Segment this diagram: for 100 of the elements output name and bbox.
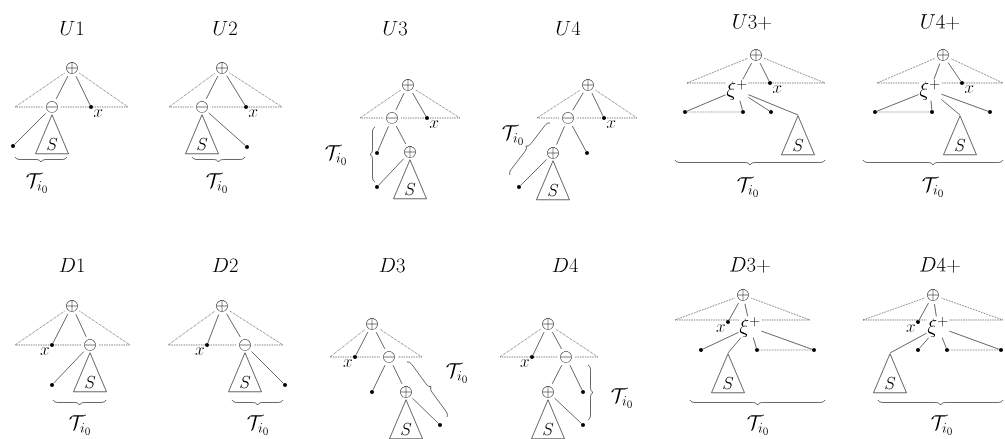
tree-edge	[572, 125, 587, 152]
tree-edge	[941, 93, 989, 112]
labelled-leaf: $x$	[906, 320, 920, 332]
labelled-leaf: $x$	[520, 355, 534, 367]
subtree-triangle: $S$	[781, 115, 815, 156]
tree-edge	[551, 364, 563, 385]
labelled-leaf: $x$	[602, 116, 616, 128]
tree-edge	[702, 332, 739, 350]
operator-circle: $\oplus$	[539, 383, 557, 401]
node-label: $x$	[606, 120, 616, 128]
brace-label: $\mathcal{T}_{i_0}$	[922, 176, 943, 197]
tree-edge	[687, 111, 742, 113]
brace-label: $\mathcal{T}_{i_0}$	[747, 414, 768, 435]
tree-edge	[918, 302, 929, 321]
tree-edge	[226, 313, 241, 338]
node-label: $x$	[716, 324, 725, 332]
tree-edge	[392, 364, 403, 385]
panel-title: $D3$	[379, 257, 405, 273]
tree-edge	[876, 94, 919, 112]
tree-edge	[933, 63, 941, 80]
tree-edge	[569, 364, 583, 391]
tree-edge	[748, 97, 770, 112]
tree-edge	[876, 111, 931, 113]
node-label: $x$	[248, 109, 258, 117]
operator-circle: $\oplus$	[397, 383, 415, 401]
node-label: $x$	[40, 347, 49, 355]
node-label: $x$	[343, 359, 352, 367]
tree-edge	[520, 159, 547, 186]
subtree-triangle: $S$	[73, 352, 107, 393]
subtree-triangle: $S$	[536, 160, 570, 201]
tree-edge	[948, 349, 1000, 351]
tree-edge	[554, 397, 582, 424]
labelled-leaf: $x$	[343, 355, 357, 367]
panel-title: $U1$	[60, 20, 84, 36]
tree-edge	[556, 126, 565, 145]
tree-edge	[728, 302, 739, 321]
tree-edge	[727, 337, 742, 354]
labelled-leaf: $x$	[89, 105, 103, 117]
subtree-triangle: $S$	[228, 352, 262, 393]
tree-edge	[934, 303, 937, 317]
tree-edge	[748, 94, 799, 116]
node-label: $x$	[964, 85, 974, 93]
tree-edge	[53, 351, 85, 384]
operator-circle: $\oplus$	[401, 143, 419, 161]
panel-title: $U4+$	[921, 14, 960, 30]
node-label: $x$	[772, 85, 782, 93]
tree-edge	[591, 92, 604, 117]
tree-edge	[251, 351, 284, 384]
tree-edge	[759, 62, 770, 82]
tree-edge	[949, 330, 1000, 350]
brace-label: $\mathcal{T}_{i_0}$	[69, 414, 90, 435]
tree-edge	[355, 331, 369, 356]
tree-edge	[930, 100, 933, 111]
tree-edge	[759, 349, 813, 351]
tree-edge	[208, 112, 246, 146]
tree-edge	[207, 314, 220, 344]
tree-edge	[205, 75, 219, 100]
tree-edge	[919, 337, 929, 349]
brace-label: $\mathcal{T}_{i_0}$	[931, 414, 952, 435]
tree-edge	[226, 75, 246, 106]
labelled-leaf: $x$	[768, 81, 782, 93]
tree-edge	[941, 99, 961, 116]
brace-label: $\mathcal{T}_{i_0}$	[611, 387, 632, 408]
panel-title: $U3$	[383, 20, 407, 36]
tree-edge	[947, 62, 962, 82]
tree-edge	[395, 92, 405, 111]
subtree-triangle: $S$	[873, 353, 907, 394]
panel-title: $D3+$	[730, 257, 770, 273]
panel-title: $D2$	[212, 257, 238, 273]
tree-edge	[752, 337, 757, 349]
tree-edge	[395, 125, 407, 145]
node-label: $x$	[195, 347, 204, 355]
tree-edge	[377, 126, 389, 152]
labelled-leaf: $x$	[425, 116, 439, 128]
tree-edge	[739, 100, 743, 111]
subtree-triangle: $S$	[943, 115, 977, 156]
tree-edge	[378, 158, 405, 186]
node-label: $x$	[93, 109, 103, 117]
tree-edge	[532, 331, 545, 356]
brace-label: $\mathcal{T}_{i_0}$	[247, 414, 268, 435]
tree-edge	[372, 364, 386, 391]
tree-edge	[889, 332, 927, 354]
brace-label: $\mathcal{T}_{i_0}$	[206, 172, 227, 193]
labelled-leaf: $x$	[195, 343, 209, 355]
tree-edge	[412, 92, 427, 117]
node-label: $x$	[520, 359, 529, 367]
tree-edge	[412, 398, 439, 424]
panel-title: $U2$	[213, 20, 237, 36]
brace-label: $\mathcal{T}_{i_0}$	[446, 362, 467, 383]
tree-edge	[941, 337, 947, 349]
tree-edge	[572, 92, 584, 111]
tree-edge	[55, 75, 69, 100]
brace-label: $\mathcal{T}_{i_0}$	[737, 176, 758, 197]
subtree-triangle: $S$	[389, 399, 423, 439]
operator-circle: $\oplus$	[544, 144, 562, 162]
tree-edge	[52, 313, 69, 344]
node-label: $x$	[906, 324, 915, 332]
tree-edge	[744, 303, 748, 317]
panel-title: $D1$	[59, 257, 84, 273]
panel-title: $D4$	[552, 257, 578, 273]
